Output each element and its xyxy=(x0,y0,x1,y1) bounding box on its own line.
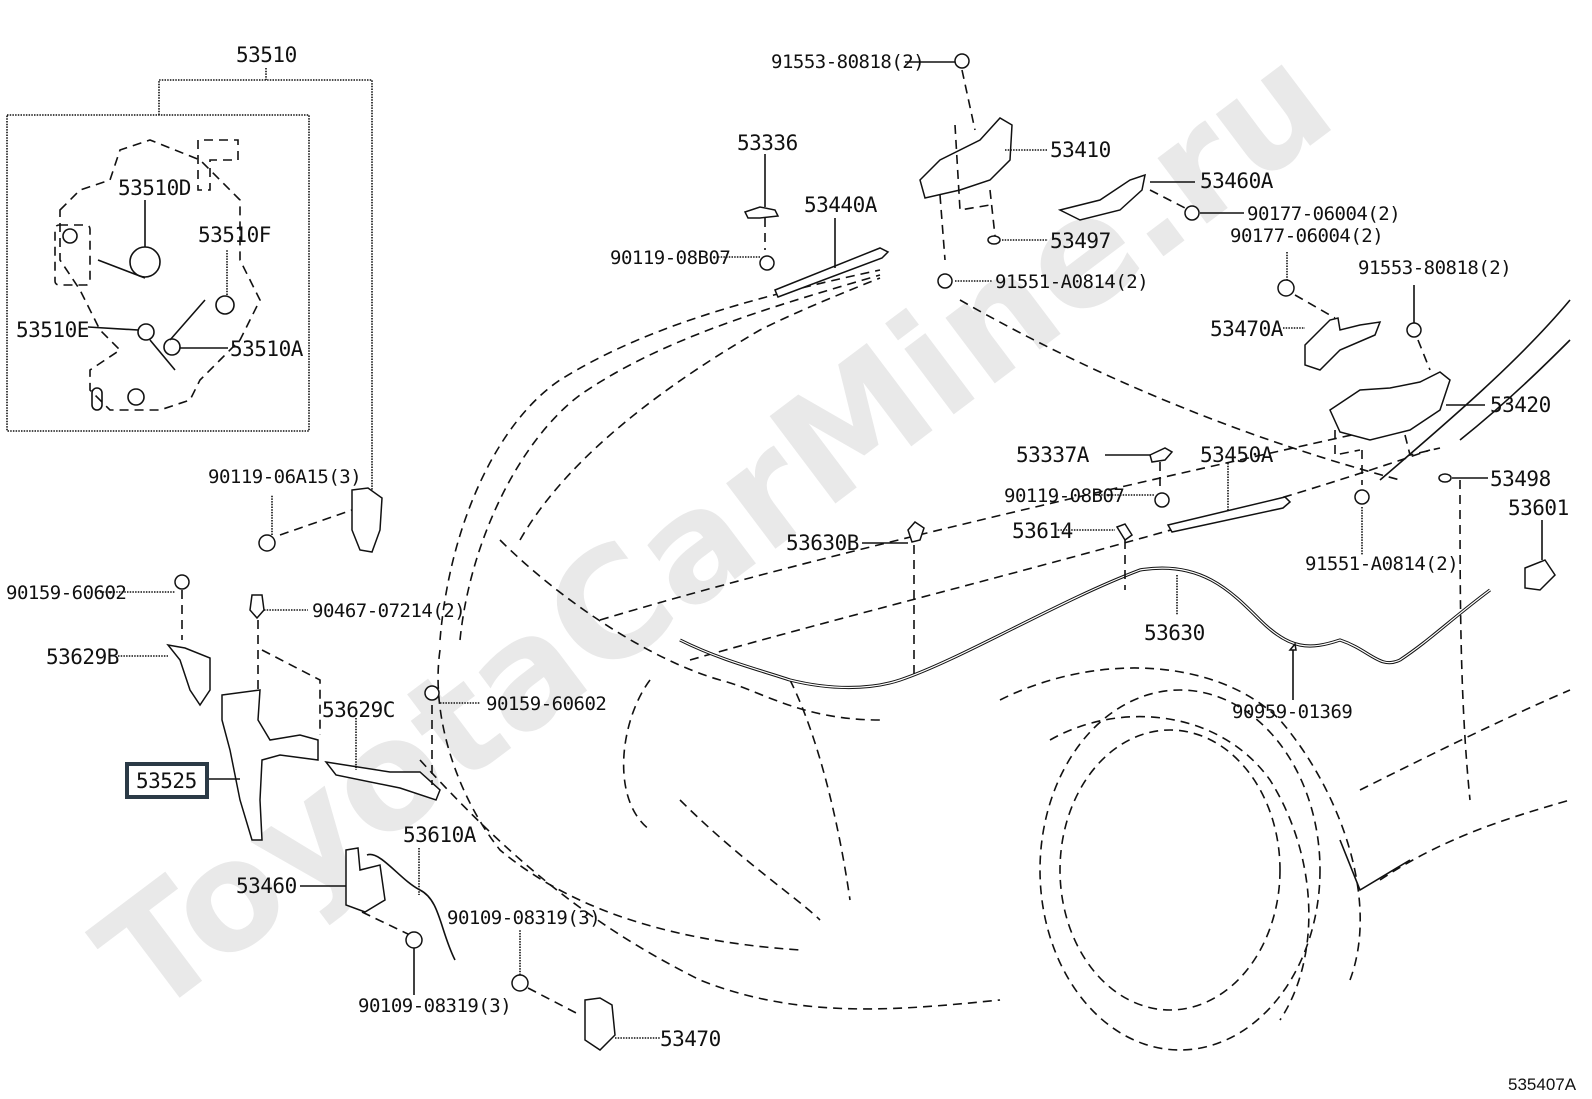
callout-90119-08B07-upper: 90119-08B07 xyxy=(610,247,730,269)
vehicle-body-outline xyxy=(419,269,1571,1051)
callout-53460A: 53460A xyxy=(1200,169,1274,193)
callout-90177-06004-upper: 90177-06004(2) xyxy=(1247,203,1400,225)
callout-91551-A0814-lower: 91551-A0814(2) xyxy=(1305,553,1458,575)
right-hood-hinge-parts xyxy=(1277,252,1488,555)
callout-53336: 53336 xyxy=(737,131,798,155)
callout-90109-08319-lower: 90109-08319(3) xyxy=(358,995,511,1017)
callout-53629C: 53629C xyxy=(322,698,395,722)
callout-53497: 53497 xyxy=(1050,229,1111,253)
callout-53614: 53614 xyxy=(1012,519,1073,543)
callout-53610A: 53610A xyxy=(403,823,477,847)
callout-53337A: 53337A xyxy=(1016,443,1090,467)
callout-53420: 53420 xyxy=(1490,393,1551,417)
callout-90959-01369: 90959-01369 xyxy=(1232,701,1352,723)
callout-90159-60602-right: 90159-60602 xyxy=(486,693,606,715)
callout-90119-06A15: 90119-06A15(3) xyxy=(208,466,361,488)
hood-release-cable xyxy=(679,566,1491,690)
callout-53510F: 53510F xyxy=(198,223,271,247)
callout-53410: 53410 xyxy=(1050,138,1111,162)
callout-53510A: 53510A xyxy=(230,337,304,361)
highlighted-part-53525[interactable]: 53525 xyxy=(125,762,209,799)
callout-53470: 53470 xyxy=(660,1027,721,1051)
callout-53450A: 53450A xyxy=(1200,443,1274,467)
hood-lock-inset xyxy=(6,68,373,490)
callout-53630B: 53630B xyxy=(786,531,859,555)
callout-91553-80818-right: 91553-80818(2) xyxy=(1358,257,1511,279)
callout-53470A: 53470A xyxy=(1210,317,1284,341)
callout-53510D: 53510D xyxy=(118,176,191,200)
callout-90109-08319-upper: 90109-08319(3) xyxy=(447,907,600,929)
callout-53510E: 53510E xyxy=(16,318,89,342)
support-and-cable-parts xyxy=(862,447,1556,700)
callout-53498: 53498 xyxy=(1490,467,1551,491)
lower-actuator-parts xyxy=(300,847,660,1051)
left-hood-hinge-parts xyxy=(718,53,1244,298)
callout-53601: 53601 xyxy=(1508,496,1569,520)
callout-53440A: 53440A xyxy=(804,193,878,217)
callout-90467-07214: 90467-07214(2) xyxy=(312,600,465,622)
callout-53460: 53460 xyxy=(236,874,297,898)
callout-91551-A0814-upper: 91551-A0814(2) xyxy=(995,271,1148,293)
left-bracket-parts xyxy=(100,574,480,841)
illustration-id: 535407A xyxy=(1508,1075,1577,1094)
callout-90119-08B07-lower: 90119-08B07 xyxy=(1004,485,1124,507)
callout-53630: 53630 xyxy=(1144,621,1205,645)
callout-53510: 53510 xyxy=(236,43,297,67)
callout-90177-06004-lower: 90177-06004(2) xyxy=(1230,225,1383,247)
callout-53629B: 53629B xyxy=(46,645,119,669)
callout-53525[interactable]: 53525 xyxy=(136,769,197,793)
callout-91553-80818-top: 91553-80818(2) xyxy=(771,51,924,73)
callout-90159-60602-left: 90159-60602 xyxy=(6,582,126,604)
hood-lock-assembly xyxy=(258,487,383,553)
